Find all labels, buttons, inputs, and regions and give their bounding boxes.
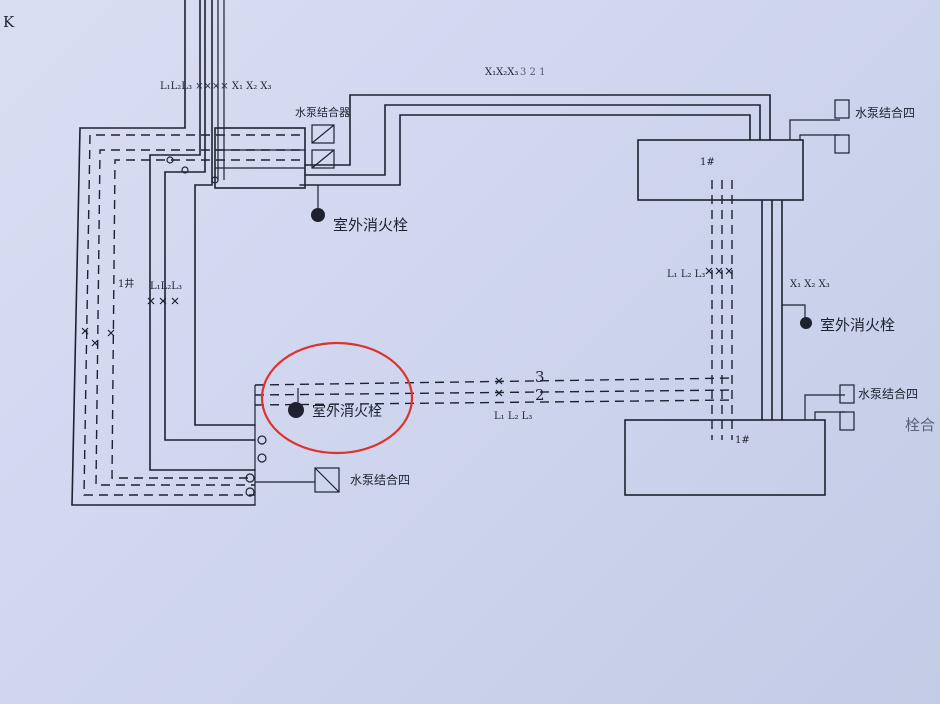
hydrant-right-stem xyxy=(782,304,806,318)
bottom-dashed-pipe-2 xyxy=(254,389,736,396)
valve-bottom-1 xyxy=(257,435,267,445)
label-edge-right: 栓合 xyxy=(905,416,936,434)
pipe-vertical-2 xyxy=(194,0,256,426)
hydrant-bottom-symbol xyxy=(288,402,304,418)
label-x1x2x3-right: X₁ X₂ X₃ xyxy=(790,279,830,290)
label-num-mid-2: 2 xyxy=(535,386,545,404)
valve-node-2 xyxy=(181,166,189,174)
label-well-left: 1井 xyxy=(118,279,135,290)
label-hydrant-right: 室外消火栓 xyxy=(820,316,896,334)
right-top-adapter-pipe xyxy=(789,119,840,140)
dashed-pipe-outer xyxy=(83,134,300,496)
label-pump-adapter-right-top: 水泵结合四 xyxy=(855,106,916,120)
label-pump-adapter-right-bottom: 水泵结合四 xyxy=(858,387,919,401)
valve-bottom-2 xyxy=(257,453,267,463)
valve-bottom-4 xyxy=(245,487,255,497)
label-pump-adapter-bottom: 水泵结合四 xyxy=(350,473,411,487)
pump-adapter-cross xyxy=(311,124,335,169)
hydrant-right-symbol xyxy=(800,317,812,329)
valve-node-3 xyxy=(211,176,219,184)
dashed-pipe-middle xyxy=(95,149,300,486)
right-bottom-adapter-pipe xyxy=(804,394,845,420)
label-num-mid-3: 3 xyxy=(535,368,545,386)
bottom-dashed-pipe-3 xyxy=(254,399,736,406)
pump-adapter-symbol-2 xyxy=(311,149,335,169)
right-top-adapter-2 xyxy=(834,134,850,154)
label-hydrant-top: 室外消火栓 xyxy=(333,216,409,234)
pipe-vertical-1 xyxy=(164,0,256,441)
bottom-adapter-symbol xyxy=(314,467,340,493)
label-l-mid-stack: L₁ L₂ L₃ xyxy=(494,411,533,422)
label-num-top: 3 2 1 xyxy=(520,67,546,78)
label-well-right-bottom: 1# xyxy=(735,435,750,446)
right-top-adapter-pipe-2 xyxy=(799,134,840,140)
right-bottom-adapter-pipe-2 xyxy=(814,411,845,420)
label-hydrant-bottom: 室外消火栓 xyxy=(312,404,382,420)
inner-pipe-loop xyxy=(149,0,256,471)
label-x-top: X₁X₂X₃ xyxy=(485,67,519,78)
right-building-top xyxy=(637,139,804,201)
right-building-bottom xyxy=(624,419,826,496)
label-l1l2l3-left: L₁L₂L₃ xyxy=(150,281,182,292)
top-pipe-3 xyxy=(299,114,751,186)
valve-box xyxy=(214,127,306,189)
right-bottom-adapter-2 xyxy=(839,411,855,431)
label-edge-left: K xyxy=(3,13,15,31)
label-l1l2l3-right: L₁ L₂ L₃ xyxy=(667,269,706,280)
valve-bottom-3 xyxy=(245,473,255,483)
dashed-pipe-inner xyxy=(111,159,300,479)
pump-adapter-symbol-1 xyxy=(311,124,335,144)
bottom-dashed-pipe-1 xyxy=(254,377,736,386)
outer-pipe-loop xyxy=(71,0,256,506)
label-l-top: L₁L₂L₃ ×××× X₁ X₂ X₃ xyxy=(160,81,272,92)
top-pipe-2 xyxy=(304,104,761,176)
valve-node-1 xyxy=(166,156,174,164)
valve-box-lines xyxy=(215,149,305,169)
bottom-adapter-cross xyxy=(314,467,340,493)
right-top-adapter-1 xyxy=(834,99,850,119)
pipe-cross-markers xyxy=(81,267,733,397)
highlight-circle xyxy=(260,341,414,455)
label-pump-adapter-top: 水泵结合器 xyxy=(295,106,350,119)
top-pipe-1 xyxy=(304,94,771,166)
right-bottom-adapter-1 xyxy=(839,384,855,404)
label-well-right-top: 1# xyxy=(700,157,715,168)
hydrant-top-symbol xyxy=(311,208,325,222)
